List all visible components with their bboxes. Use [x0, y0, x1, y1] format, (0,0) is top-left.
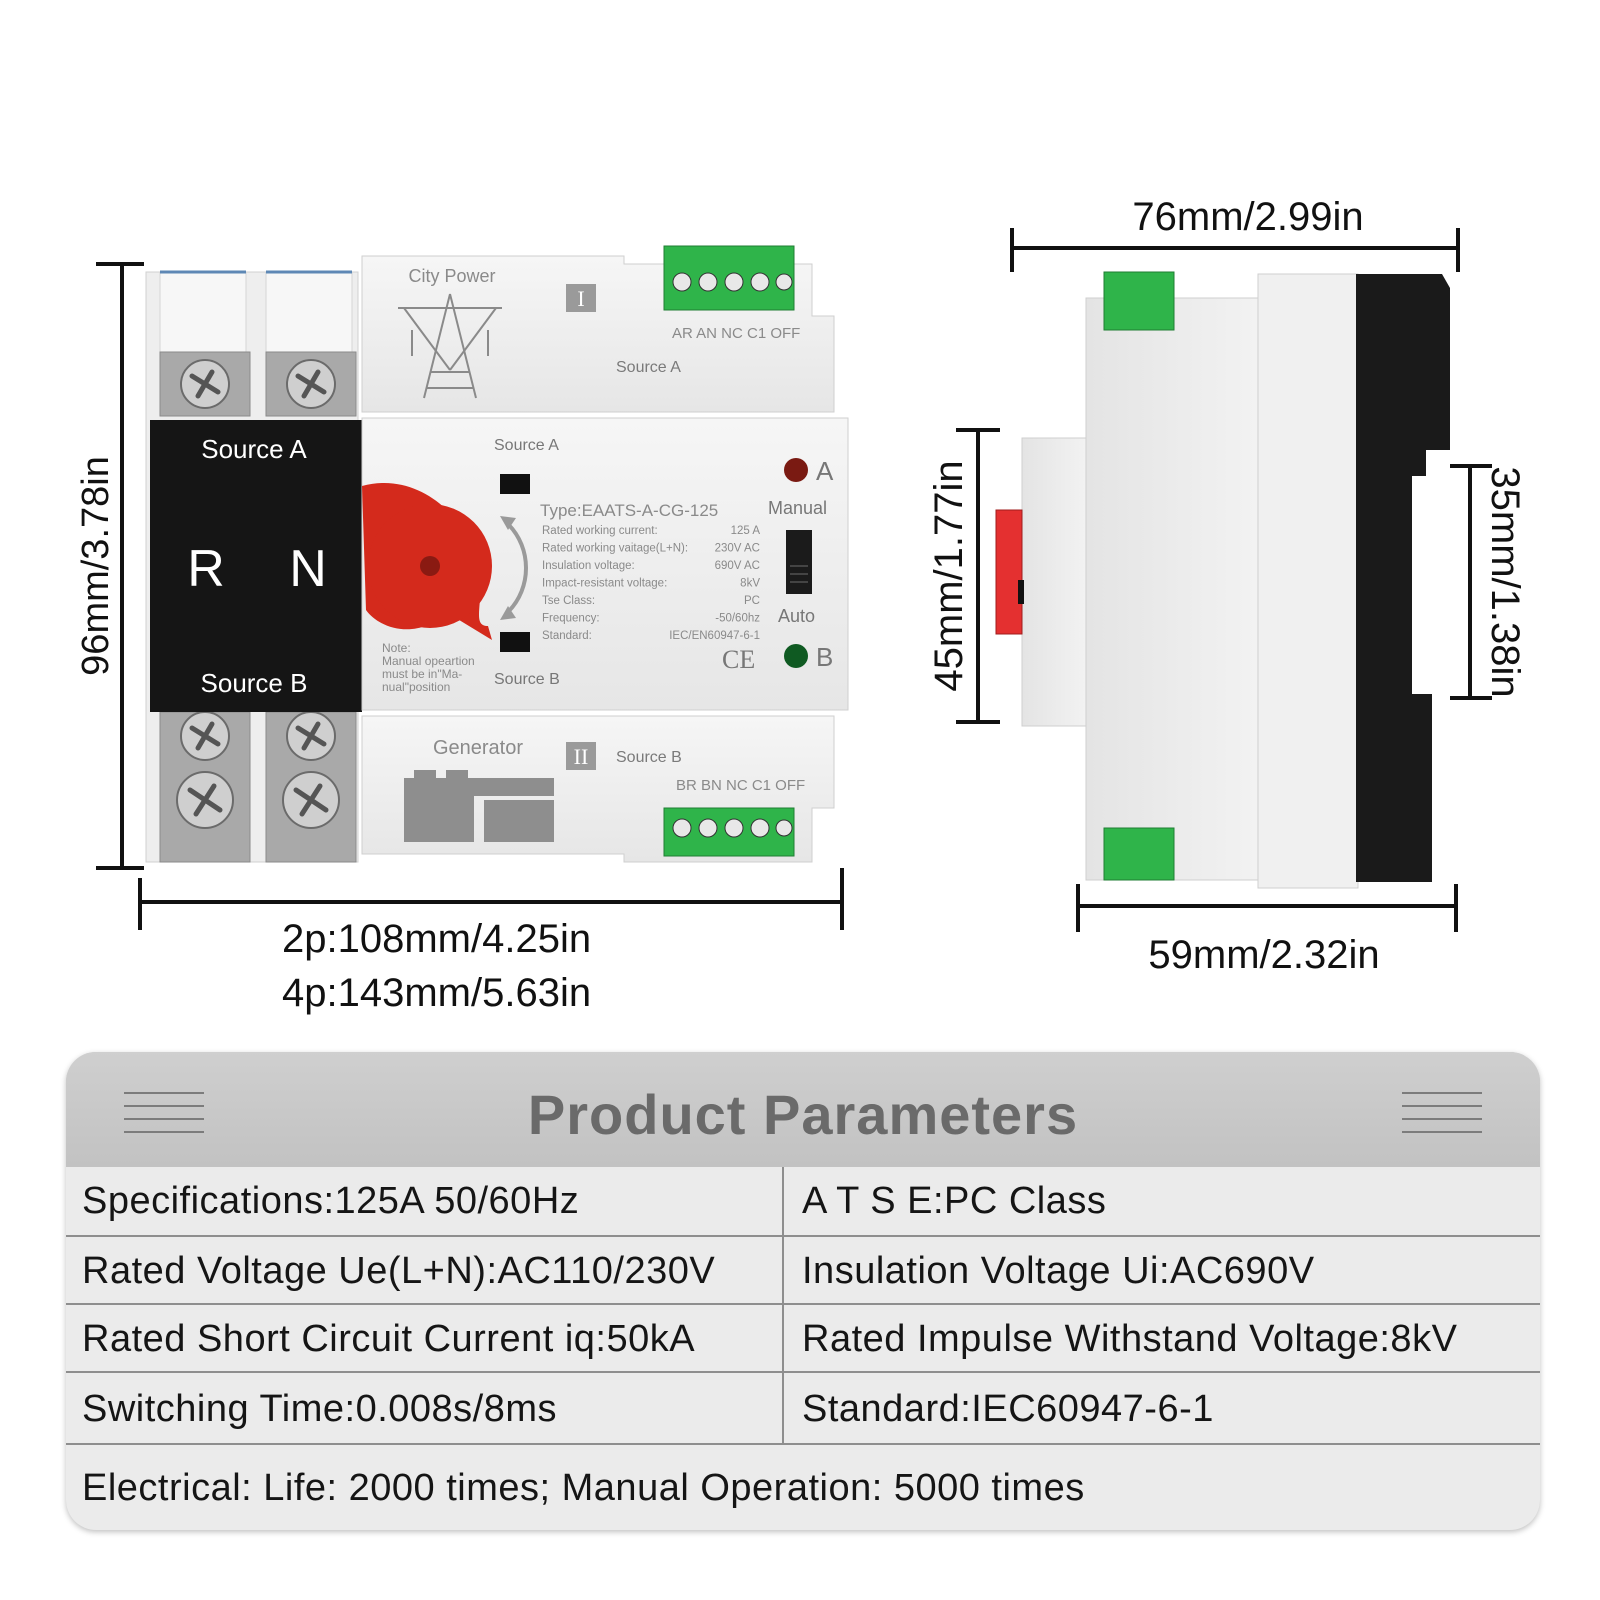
panel-n-label: N	[289, 540, 327, 598]
indicator-a-label: A	[816, 456, 834, 486]
rail-label: 35mm/1.38in	[1483, 466, 1527, 697]
type-label: Type:EAATS-A-CG-125	[540, 501, 718, 520]
side-rear-cover	[1356, 274, 1450, 882]
table-row: Specifications:125A 50/60Hz A T S E:PC C…	[66, 1167, 1540, 1235]
side-height-dimension	[956, 428, 1000, 724]
ats-front-view: Source A R N Source B City Power I	[145, 245, 849, 863]
bottom-source-b-label: Source B	[616, 749, 682, 766]
spec-key: Frequency:	[542, 613, 600, 625]
spec-key: Rated working current:	[542, 525, 658, 537]
parameters-title: Product Parameters	[527, 1083, 1079, 1146]
panel-r-label: R	[187, 540, 225, 598]
mode-switch[interactable]	[786, 530, 812, 594]
width-4p-label: 4p:143mm/5.63in	[282, 971, 591, 1015]
indicator-b-label: B	[816, 642, 833, 672]
source-label-panel	[150, 420, 362, 712]
decorative-lines-icon	[1402, 1092, 1482, 1144]
roman-one-label: I	[577, 286, 584, 311]
spec-key: Insulation voltage:	[542, 560, 635, 572]
spec-value: IEC/EN60947-6-1	[669, 630, 760, 642]
manual-label: Manual	[768, 498, 827, 518]
spec-value: 8kV	[740, 578, 760, 590]
param-cell: Insulation Voltage Ui:AC690V	[802, 1249, 1315, 1292]
decorative-lines-icon	[124, 1092, 204, 1144]
spec-key: Rated working vaitage(L+N):	[542, 543, 688, 555]
table-row: Rated Voltage Ue(L+N):AC110/230V Insulat…	[66, 1235, 1540, 1305]
spec-key: Tse Class:	[542, 595, 595, 607]
table-row: Rated Short Circuit Current iq:50kA Rate…	[66, 1303, 1540, 1373]
spec-value: PC	[744, 595, 760, 607]
top-terminal-labels: AR AN NC C1 OFF	[672, 325, 800, 342]
table-row: Switching Time:0.008s/8ms Standard:IEC60…	[66, 1371, 1540, 1445]
table-row: Electrical: Life: 2000 times; Manual Ope…	[66, 1443, 1540, 1530]
terminal-connector-top	[663, 245, 795, 311]
mid-source-b-label: Source B	[494, 671, 560, 688]
spec-key: Impact-resistant voltage:	[542, 578, 667, 590]
rating-specs: Rated working current: 125 A Rated working…	[542, 525, 760, 642]
terminal-connector-bottom	[663, 807, 795, 857]
city-power-label: City Power	[408, 266, 495, 286]
side-handle	[995, 509, 1023, 635]
power-tower-icon	[398, 293, 502, 399]
generator-icon	[404, 770, 554, 842]
height-dimension	[96, 262, 144, 870]
note-line: must be in"Ma-	[382, 667, 462, 681]
spec-value: 230V AC	[715, 543, 760, 555]
param-cell: Switching Time:0.008s/8ms	[66, 1373, 784, 1445]
rotation-arrow-icon	[506, 522, 528, 614]
indicator-b-light	[784, 644, 808, 668]
generator-label: Generator	[433, 737, 523, 759]
param-cell: A T S E:PC Class	[802, 1179, 1107, 1222]
height-label: 96mm/3.78in	[75, 456, 117, 676]
note-line: Note:	[382, 641, 411, 655]
side-height-label: 45mm/1.77in	[927, 460, 971, 691]
spec-key: Standard:	[542, 630, 592, 642]
param-cell: Rated Short Circuit Current iq:50kA	[66, 1305, 784, 1373]
spec-value: -50/60hz	[715, 613, 760, 625]
ats-side-view	[995, 271, 1450, 889]
mid-source-a-label: Source A	[494, 437, 559, 454]
parameters-header: Product Parameters	[66, 1052, 1540, 1167]
top-source-a-label: Source A	[616, 359, 681, 376]
indicator-a-light	[784, 458, 808, 482]
spec-value: 125 A	[731, 525, 761, 537]
param-cell: Rated Voltage Ue(L+N):AC110/230V	[66, 1237, 784, 1305]
width-2p-label: 2p:108mm/4.25in	[282, 917, 591, 961]
panel-source-b: Source B	[201, 668, 308, 698]
param-cell: Specifications:125A 50/60Hz	[66, 1167, 784, 1235]
param-cell: Rated Impulse Withstand Voltage:8kV	[802, 1317, 1458, 1360]
bottom-terminal-labels: BR BN NC C1 OFF	[676, 777, 805, 794]
side-terminal-bottom	[1103, 827, 1175, 881]
note-line: Manual opeartion	[382, 654, 475, 668]
param-footer: Electrical: Life: 2000 times; Manual Ope…	[82, 1467, 1085, 1509]
side-width-dimension	[1076, 884, 1458, 932]
product-parameters-panel: Product Parameters Specifications:125A 5…	[66, 1052, 1540, 1530]
side-terminal-top	[1103, 271, 1175, 331]
bottom-module: Generator II Source B BR BN NC C1 OFF	[361, 715, 835, 863]
param-cell: Standard:IEC60947-6-1	[802, 1387, 1214, 1430]
depth-label: 76mm/2.99in	[1132, 195, 1363, 239]
roman-two-label: II	[574, 744, 589, 769]
rotary-handle-icon[interactable]	[362, 482, 492, 640]
parameters-table: Specifications:125A 50/60Hz A T S E:PC C…	[66, 1167, 1540, 1530]
width-dimension	[138, 868, 844, 930]
note-line: nual"position	[382, 680, 450, 694]
middle-module: Source A Source B Type:EAATS-A-CG-125 Ra…	[361, 417, 849, 711]
spec-value: 690V AC	[715, 560, 760, 572]
auto-label: Auto	[778, 606, 815, 626]
depth-dimension	[1010, 228, 1460, 272]
top-module: City Power I	[361, 245, 835, 413]
rail-dimension	[1450, 464, 1492, 700]
side-width-label: 59mm/2.32in	[1148, 933, 1379, 977]
panel-source-a: Source A	[201, 434, 307, 464]
ce-mark: CE	[722, 645, 755, 674]
